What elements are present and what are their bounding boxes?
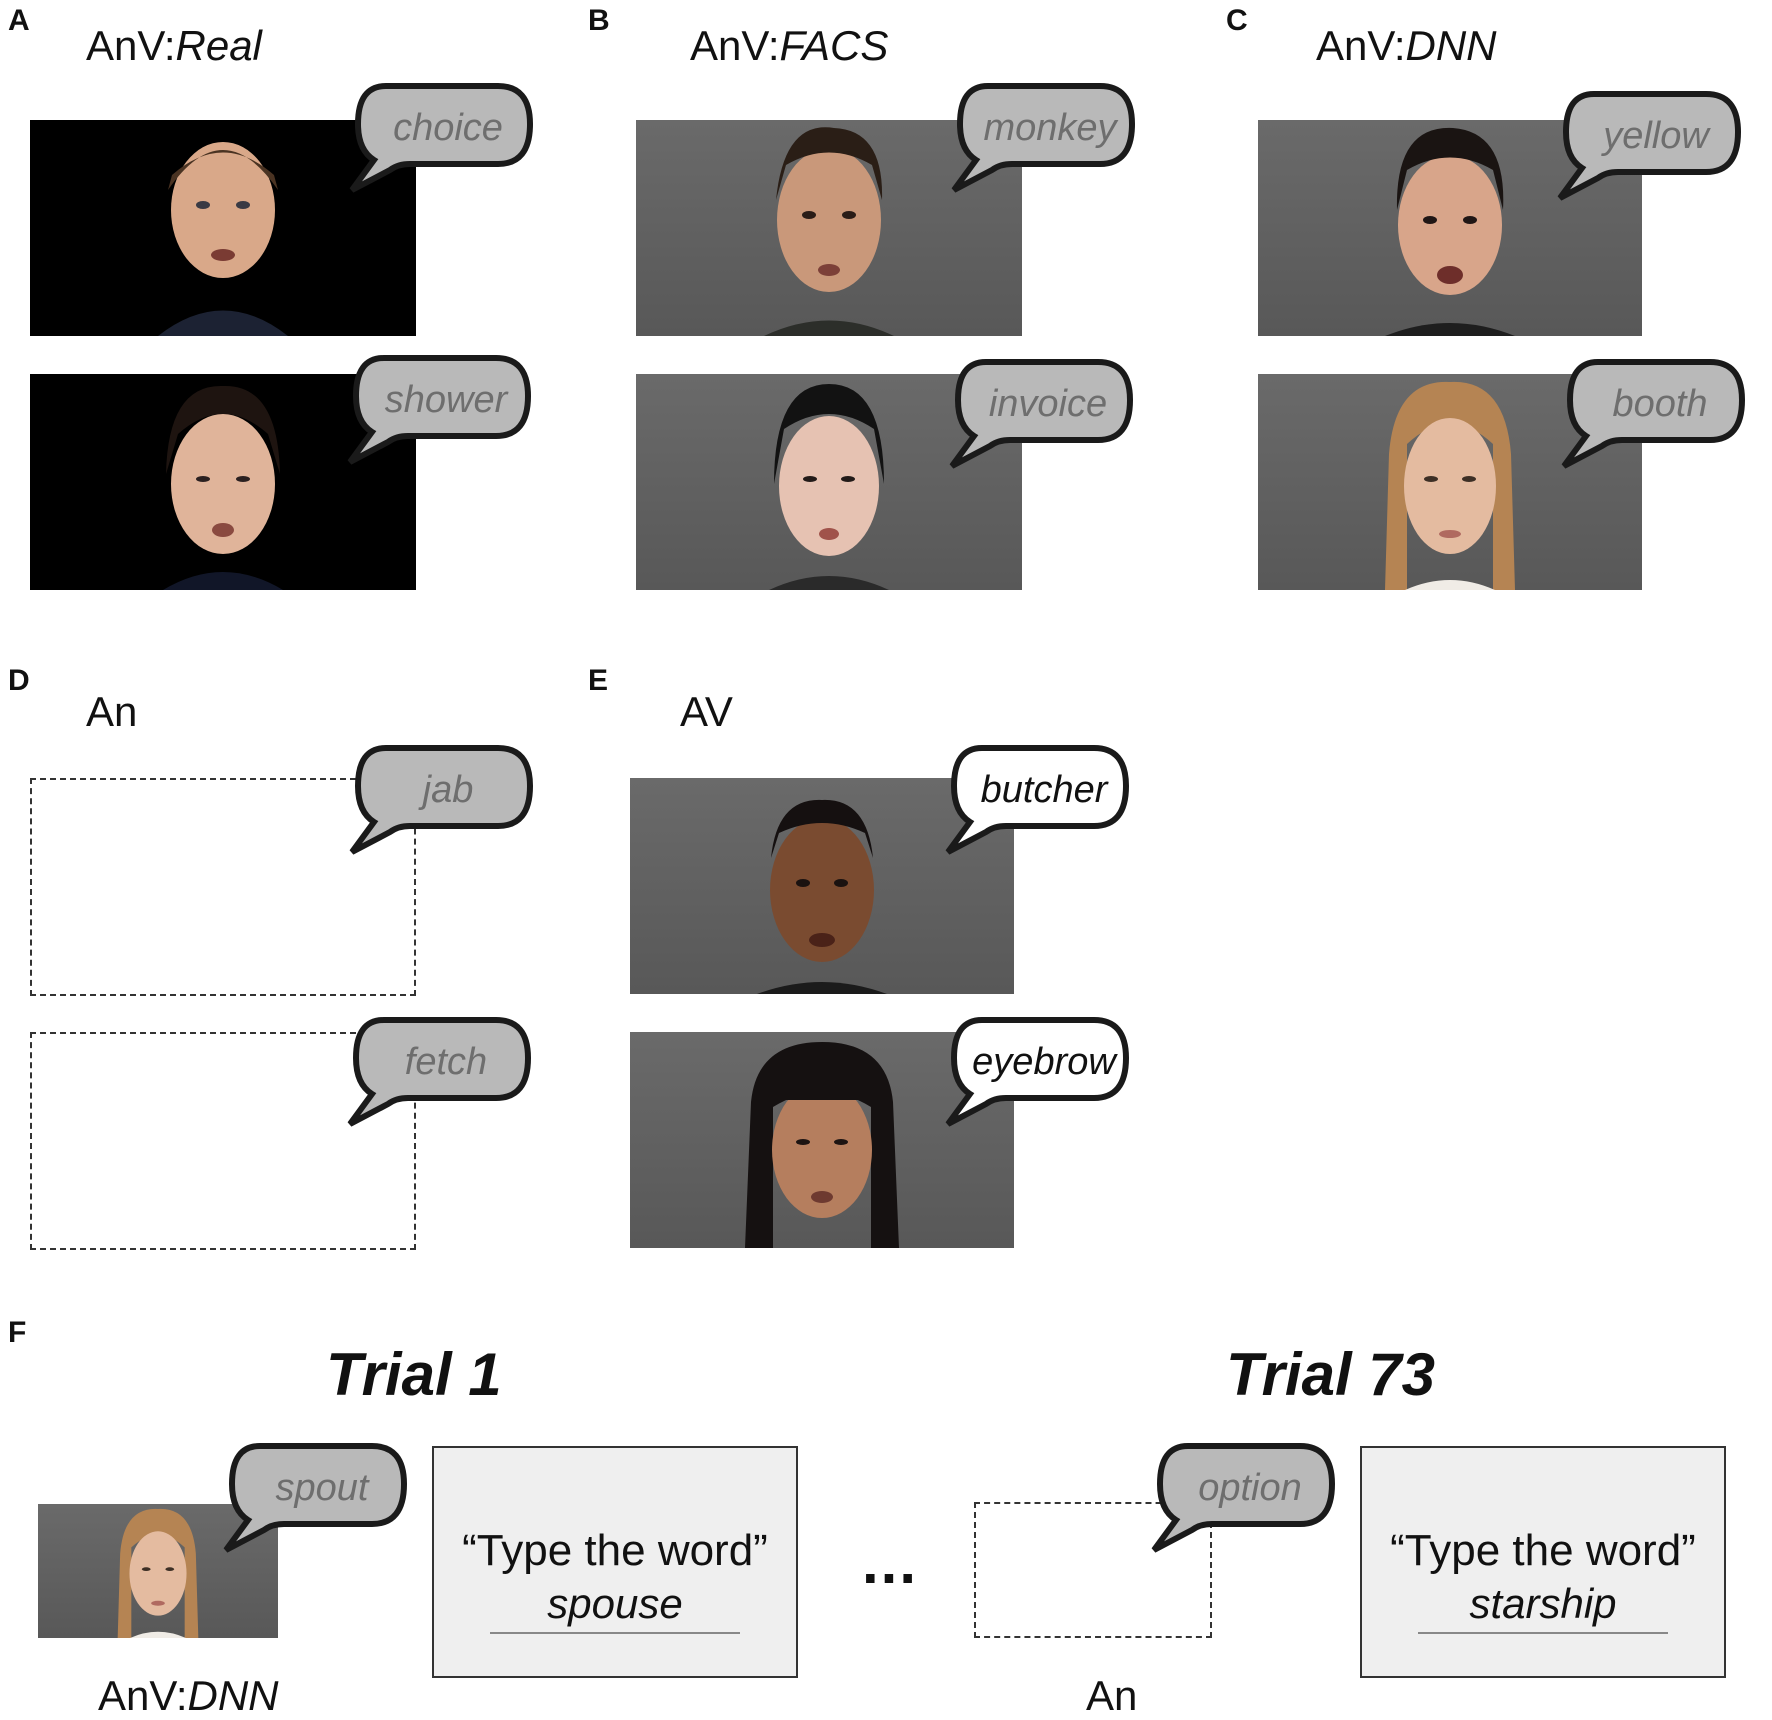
bubble-word: booth [1612,382,1708,425]
panel-a-video-1 [30,120,416,336]
bubble-word: butcher [980,768,1108,811]
face-female-dnn-trial1 [117,1508,199,1638]
panel-letter-a: A [8,4,30,37]
speech-bubble-butcher: butcher [940,742,1130,860]
panel-letter-d: D [8,664,30,697]
trial-1-title: Trial 1 [326,1341,502,1408]
bubble-word: shower [384,378,508,421]
trial-1-prompt: “Type the word” [462,1526,768,1575]
speech-bubble-jab: jab [344,742,534,860]
speech-bubble-icon [945,1017,1130,1127]
trial-ellipsis: ... [862,1529,919,1596]
face-male-dnn [1385,127,1515,336]
panel-letter-b: B [588,4,610,37]
speech-bubble-invoice: invoice [944,356,1134,474]
face-male-real [158,142,288,336]
speech-bubble-monkey: monkey [946,80,1136,198]
speech-bubble-booth: booth [1556,356,1746,474]
trial-73-prompt: “Type the word” [1390,1526,1696,1575]
face-male-av [757,799,887,994]
speech-bubble-icon [349,745,534,855]
panel-b-title: AnV:FACS [690,22,888,70]
face-female-av [745,1042,899,1248]
speech-bubble-icon [347,355,532,465]
speech-bubble-spout: spout [218,1440,408,1558]
trial-1-response-screen: “Type the word” spouse [432,1446,798,1678]
trial-1-condition: AnV:DNN [98,1672,279,1720]
panel-letter-e: E [588,664,609,697]
panel-a-title-prefix: AnV: [86,22,176,69]
panel-a-title: AnV:Real [86,22,262,70]
speech-bubble-shower: shower [342,352,532,470]
bubble-word: jab [422,768,474,811]
speech-bubble-fetch: fetch [342,1014,532,1132]
bubble-word: spout [275,1466,369,1509]
face-female-facs [769,384,889,590]
bubble-word: option [1198,1466,1302,1509]
speech-bubble-yellow: yellow [1552,88,1742,206]
panel-b-title-prefix: AnV: [690,22,780,69]
panel-b-title-italic: FACS [779,22,889,69]
bubble-word: yellow [1603,114,1709,157]
panel-a-video-2 [30,374,416,590]
speech-bubble-icon [951,83,1136,193]
trial-1-video [38,1504,278,1638]
speech-bubble-eyebrow: eyebrow [940,1014,1130,1132]
speech-bubble-icon [1151,1443,1336,1553]
panel-c-title-italic: DNN [1405,22,1497,69]
bubble-word: fetch [404,1040,488,1083]
face-female-real [163,385,283,590]
speech-bubble-icon [949,359,1134,469]
trial-1-condition-italic: DNN [187,1672,279,1719]
speech-bubble-icon [945,745,1130,855]
bubble-word: invoice [988,382,1108,425]
trial-73-title: Trial 73 [1226,1341,1436,1408]
bubble-word: choice [393,106,503,149]
panel-a-title-italic: Real [175,22,262,69]
speech-bubble-icon [349,83,534,193]
trial-73-response-screen: “Type the word” starship [1360,1446,1726,1678]
panel-e-title: AV [680,688,733,735]
panel-d-blank-video-2 [30,1032,416,1250]
panel-d-blank-video-1 [30,778,416,996]
trial-73-input-line [1418,1632,1668,1634]
trial-1-input-line [490,1632,740,1634]
panel-letter-f: F [8,1316,27,1349]
speech-bubble-icon [1557,91,1742,201]
panel-letter-c: C [1226,4,1248,37]
bubble-word: monkey [983,106,1117,149]
trial-73-typed-word[interactable]: starship [1469,1580,1617,1627]
bubble-word: eyebrow [972,1040,1116,1083]
panel-c-title: AnV:DNN [1316,22,1497,70]
face-female-dnn [1385,381,1515,590]
panel-b-video-1 [636,120,1022,336]
panel-e-video-2 [630,1032,1014,1248]
panel-c-title-prefix: AnV: [1316,22,1406,69]
trial-1-typed-word[interactable]: spouse [547,1580,683,1627]
speech-bubble-icon [223,1443,408,1553]
speech-bubble-choice: choice [344,80,534,198]
speech-bubble-icon [347,1017,532,1127]
panel-d-title: An [86,688,138,735]
panel-e-video-1 [630,778,1014,994]
speech-bubble-icon [1561,359,1746,469]
face-male-facs [764,127,894,336]
speech-bubble-option: option [1146,1440,1336,1558]
trial-73-condition: An [1086,1672,1138,1719]
trial-1-condition-prefix: AnV: [98,1672,188,1719]
